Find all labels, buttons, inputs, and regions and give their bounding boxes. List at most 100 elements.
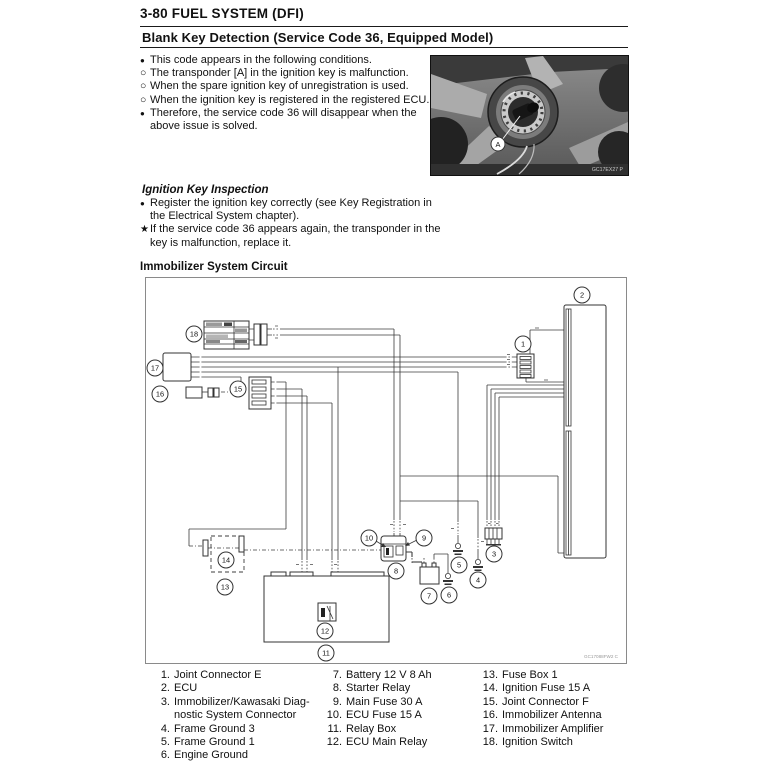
legend-item: 14. Ignition Fuse 15 A (476, 682, 636, 695)
callout-14: 14 (217, 551, 235, 569)
fuse-box-1 (202, 535, 245, 573)
legend-text: Frame Ground 3 (174, 722, 255, 735)
legend-num: 15. (482, 695, 498, 708)
star-bullet: ★ (140, 224, 149, 236)
bullet: ○ (140, 67, 147, 80)
section-title: Blank Key Detection (Service Code 36, Eq… (142, 30, 494, 45)
callout-leader (501, 115, 521, 141)
svg-text:4: 4 (476, 576, 480, 585)
legend-num: 7. (332, 669, 342, 681)
legend-item: 8. Starter Relay (320, 682, 472, 695)
callout-11: 11 (317, 644, 335, 662)
inspection-title: Ignition Key Inspection (142, 184, 269, 196)
legend-text: Starter Relay (346, 682, 411, 695)
photo-shadow-top (431, 56, 628, 86)
condition-text: This code appears in the following condi… (150, 54, 372, 66)
joint-connector-f (248, 376, 272, 410)
legend-text: Immobilizer/Kawasaki Diag- nostic System… (174, 695, 310, 722)
bullet: ● (140, 108, 145, 118)
photo-callout-label: A (496, 140, 501, 149)
svg-text:5: 5 (457, 561, 461, 570)
legend-item: 18.Ignition Switch (476, 736, 636, 749)
legend-num: 5. (160, 736, 170, 749)
legend-text: Battery 12 V 8 Ah (346, 669, 432, 681)
condition-text: Therefore, the service code 36 will disa… (150, 106, 417, 133)
diagram-code: GC17088FW2 C (584, 654, 619, 659)
legend-item: 10. ECU Fuse 15 A (320, 709, 472, 722)
condition-text: When the spare ignition key of unregistr… (150, 80, 409, 93)
list-item: ○ When the spare ignition key of unregis… (140, 80, 433, 93)
photo-code: GC17EX27 P (592, 167, 624, 173)
svg-text:13: 13 (221, 583, 229, 592)
ignition-highlight (502, 91, 516, 103)
key-cable (518, 143, 535, 175)
ignition-switch-photo: A GC17EX27 P (430, 55, 629, 176)
ecu-main-relay (317, 602, 337, 622)
photo-spoke (525, 56, 563, 94)
condition-text: The transponder [A] in the ignition key … (150, 67, 409, 80)
svg-text:3: 3 (492, 550, 496, 559)
callout-8: 8 (387, 562, 405, 580)
svg-text:16: 16 (156, 390, 164, 399)
legend-item: 15.Joint Connector F (476, 696, 636, 709)
legend-num: 9. (332, 695, 342, 708)
ignition-position-marks (502, 91, 544, 133)
bullet: ● (140, 56, 145, 65)
legend-item: 11.Relay Box (320, 723, 472, 736)
starter-relay (380, 535, 407, 562)
svg-text:8: 8 (394, 567, 398, 576)
legend-text: ECU Fuse 15 A (346, 709, 422, 722)
svg-text:17: 17 (151, 364, 159, 373)
immobilizer-amplifier-box (162, 352, 192, 382)
callout-18: 18 (185, 325, 203, 343)
legend-text: ECU Main Relay (346, 736, 428, 749)
callout-2: 2 (573, 286, 591, 304)
callout-12: 12 (316, 622, 334, 640)
photo-pod (598, 131, 628, 173)
legend-item: 2.ECU (152, 682, 324, 695)
immobilizer-circuit-diagram: 1 2 3 4 5 6 7 8 9 10 11 12 13 14 15 16 1… (145, 277, 627, 664)
legend-text: ECU (174, 682, 198, 695)
inspection-text: Register the ignition key correctly (see… (150, 197, 432, 223)
svg-text:14: 14 (222, 556, 230, 565)
list-item: ● Therefore, the service code 36 will di… (140, 107, 433, 133)
ignition-switch-block (203, 320, 268, 350)
conditions-list: ● This code appears in the following con… (140, 54, 433, 133)
svg-text:2: 2 (580, 291, 584, 300)
ecu-box (563, 304, 607, 559)
list-item: ○ The transponder [A] in the ignition ke… (140, 67, 433, 80)
legend-item: 13.Fuse Box 1 (476, 669, 636, 682)
legend-text: Immobilizer Amplifier (502, 722, 604, 735)
legend-num: 8. (332, 682, 342, 695)
callout-5: 5 (450, 556, 468, 574)
legend-text: Engine Ground (174, 749, 248, 762)
callout-17: 17 (146, 359, 164, 377)
condition-text: When the ignition key is registered in t… (150, 93, 430, 106)
legend-item: 16.Immobilizer Antenna (476, 709, 636, 722)
legend-item: 7. Battery 12 V 8 Ah (320, 669, 472, 682)
legend-text: Frame Ground 1 (174, 736, 255, 749)
svg-text:6: 6 (447, 591, 451, 600)
legend-text: Ignition Fuse 15 A (502, 682, 591, 695)
section-rule (140, 47, 628, 49)
svg-text:12: 12 (321, 627, 329, 636)
list-item: ● Register the ignition key correctly (s… (140, 197, 447, 223)
photo-pod (599, 64, 628, 112)
legend-num: 11. (327, 722, 342, 735)
circuit-title: Immobilizer System Circuit (140, 261, 288, 273)
key-cable (496, 145, 528, 175)
legend-num: 14. (482, 682, 498, 695)
legend-item: 4.Frame Ground 3 (152, 723, 324, 736)
photo-pod (431, 117, 468, 171)
callout-10: 10 (360, 529, 378, 547)
legend-num: 1. (160, 669, 170, 681)
photo-shadow-bottom (431, 164, 628, 175)
joint-connector-e (516, 353, 535, 379)
header-rule (140, 26, 628, 28)
legend-item: 6.Engine Ground (152, 749, 324, 762)
legend-column-3: 13.Fuse Box 1 14. Ignition Fuse 15 A 15.J… (476, 669, 636, 749)
battery (419, 562, 440, 585)
bullet: ○ (140, 93, 147, 106)
callout-3: 3 (485, 545, 503, 563)
legend-num: 10. (326, 709, 342, 722)
